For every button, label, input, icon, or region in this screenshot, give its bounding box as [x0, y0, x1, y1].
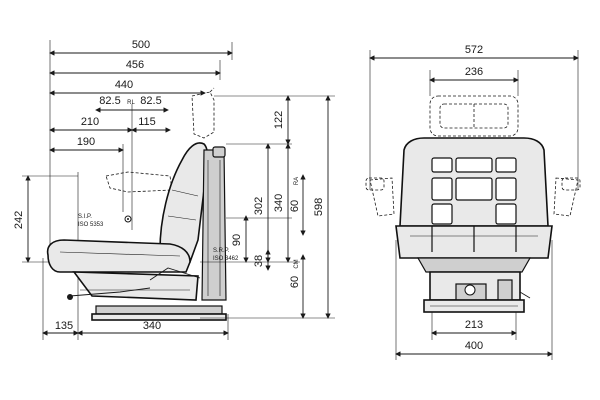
srp-label: S.R.P. — [213, 248, 230, 254]
dim-rl-label: RL — [127, 100, 135, 106]
dim-115: 115 — [138, 116, 156, 128]
side-view: 500 456 440 82.5 RL 82.5 210 115 190 — [13, 39, 335, 340]
dim-82-5-left: 82.5 — [99, 95, 120, 107]
dim-340-horizontal: 340 — [143, 320, 161, 332]
dim-213: 213 — [465, 319, 483, 331]
front-view: 572 236 — [365, 44, 581, 360]
dim-572: 572 — [465, 44, 483, 56]
dim-340-vertical: 340 — [273, 194, 285, 212]
dim-302: 302 — [253, 197, 265, 215]
dim-500: 500 — [132, 39, 150, 51]
dim-210: 210 — [81, 116, 99, 128]
dim-60-ra: 60 — [289, 200, 301, 212]
dim-236: 236 — [465, 66, 483, 78]
dim-122: 122 — [273, 111, 285, 129]
dim-90: 90 — [231, 234, 243, 246]
dim-82-5-right: 82.5 — [140, 95, 161, 107]
dim-135: 135 — [55, 320, 73, 332]
dim-440: 440 — [115, 79, 133, 91]
dim-242: 242 — [13, 211, 25, 229]
dim-400: 400 — [465, 340, 483, 352]
dim-598: 598 — [313, 198, 325, 216]
dim-60-cm: 60 — [289, 276, 301, 288]
dim-38: 38 — [253, 255, 265, 267]
dim-190: 190 — [77, 136, 95, 148]
srp-standard: ISO 3462 — [213, 256, 239, 262]
dim-cm-label: CM — [294, 259, 300, 268]
sip-standard: ISO 5353 — [78, 222, 104, 228]
dim-456: 456 — [126, 59, 144, 71]
sip-label: S.I.P. — [78, 214, 92, 220]
dim-ra-label: RA — [294, 177, 300, 185]
